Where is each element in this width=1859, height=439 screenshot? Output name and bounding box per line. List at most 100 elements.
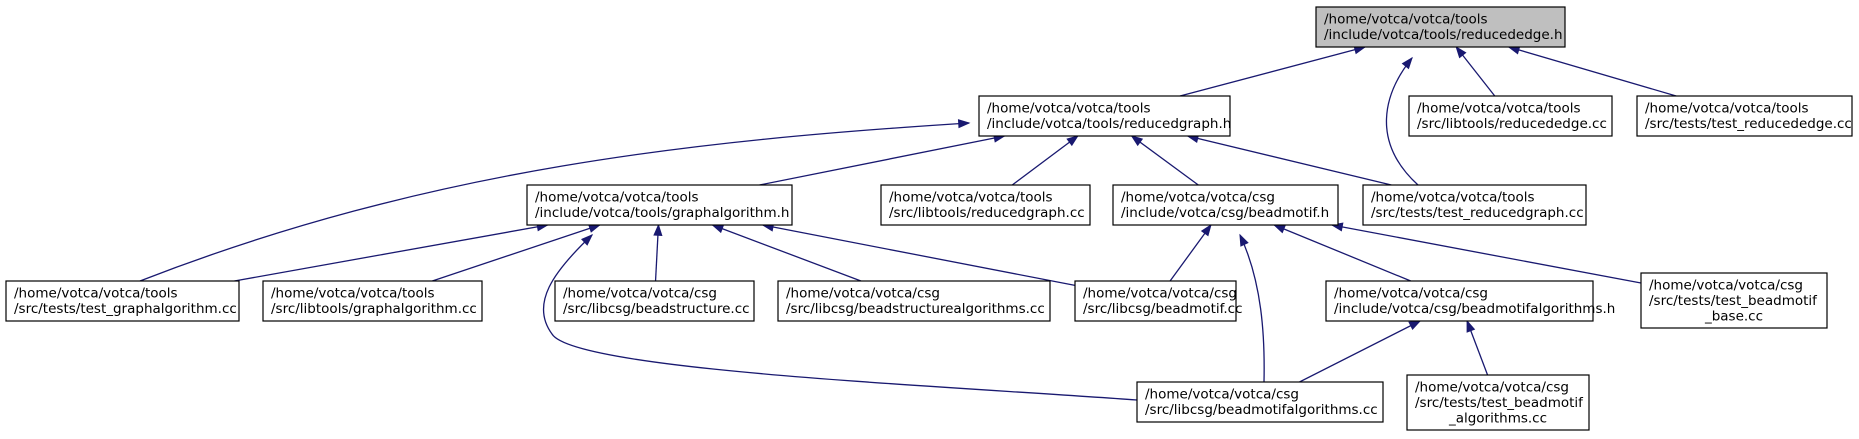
node-beadmotif-h[interactable]: /home/votca/votca/csg/include/votca/csg/… <box>1112 184 1339 226</box>
arrowhead-icon <box>1130 135 1144 147</box>
arrowhead-icon <box>1466 319 1476 333</box>
node-label-line: /src/libtools/reducededge.cc <box>1417 116 1607 132</box>
arrowhead-icon <box>1401 56 1413 70</box>
arrowhead-icon <box>1239 233 1249 247</box>
node-test-beadmotif-base-cc[interactable]: /home/votca/votca/csg/src/tests/test_bea… <box>1640 272 1828 329</box>
node-box <box>554 280 755 322</box>
nodes-layer: /home/votca/votca/tools/include/votca/to… <box>5 6 1853 431</box>
edge-libtools_reducedgraph_cc-to-reducedgraph_h <box>1011 135 1079 186</box>
edge-line <box>762 224 1076 287</box>
edge-line <box>712 224 862 282</box>
arrowhead-icon <box>588 224 602 233</box>
edge-line <box>234 224 548 282</box>
node-beadmotif-cc[interactable]: /home/votca/votca/csg/src/libcsg/beadmot… <box>1074 280 1243 322</box>
node-test-graphalgorithm-cc[interactable]: /home/votca/votca/tools/src/tests/test_g… <box>5 280 240 322</box>
edge-test_reducedgraph_cc-to-reducedgraph_h <box>1186 134 1392 186</box>
node-label-line: /home/votca/votca/csg <box>1145 387 1299 403</box>
node-label-line: /home/votca/votca/tools <box>1371 190 1535 206</box>
edge-line <box>1179 46 1366 97</box>
node-label-line: /src/libcsg/beadmotif.cc <box>1083 301 1243 317</box>
edge-line <box>542 234 1138 401</box>
node-libtools-reducededge-cc[interactable]: /home/votca/votca/tools/src/libtools/red… <box>1408 95 1613 137</box>
node-box <box>1408 95 1613 137</box>
edge-beadmotifalgorithms_cc-to-beadmotif_h <box>1239 233 1265 383</box>
arrowhead-icon <box>1066 135 1079 147</box>
node-label-line: /include/votca/csg/beadmotif.h <box>1121 205 1329 221</box>
node-beadmotifalgorithms-cc[interactable]: /home/votca/votca/csg/src/libcsg/beadmot… <box>1136 381 1384 423</box>
edge-test_reducedgraph_cc-to-reducededge_h <box>1385 56 1419 186</box>
edge-line <box>1131 135 1199 186</box>
node-libtools-graphalgorithm-cc[interactable]: /home/votca/votca/tools/src/libtools/gra… <box>262 280 483 322</box>
node-box <box>1136 381 1384 423</box>
node-label-line: /home/votca/votca/csg <box>786 286 940 302</box>
arrowhead-icon <box>1408 320 1422 330</box>
node-label-line: /src/tests/test_reducedgraph.cc <box>1371 205 1584 221</box>
edge-line <box>1274 224 1411 282</box>
node-box <box>1112 184 1339 226</box>
node-reducededge-h[interactable]: /home/votca/votca/tools/include/votca/to… <box>1315 6 1566 48</box>
node-label-line: /src/libtools/graphalgorithm.cc <box>271 301 477 317</box>
edge-beadmotifalgorithms_h-to-beadmotif_h <box>1272 224 1411 282</box>
edge-beadmotifalgorithms_cc-to-graphalgorithm_h <box>542 234 1138 401</box>
arrowhead-icon <box>581 234 594 246</box>
edge-beadmotifalgorithms_cc-to-beadmotifalgorithms_h <box>1299 320 1422 383</box>
node-graphalgorithm-h[interactable]: /home/votca/votca/tools/include/votca/to… <box>526 184 793 226</box>
node-label-line: /home/votca/votca/csg <box>1415 379 1569 395</box>
node-label-line: /home/votca/votca/tools <box>1417 101 1581 117</box>
node-label-line: /home/votca/votca/tools <box>1324 12 1488 28</box>
edge-line <box>432 224 600 282</box>
edge-test_graphalgorithm_cc-to-reducedgraph_h <box>139 119 971 282</box>
edge-test_beadmotif_base_cc-to-beadmotif_h <box>1330 222 1642 284</box>
edge-line <box>759 135 1005 186</box>
node-label-line: /src/tests/test_beadmotif <box>1415 395 1584 411</box>
edge-line <box>1187 135 1392 186</box>
node-label-line: /home/votca/votca/tools <box>535 190 699 206</box>
arrowhead-icon <box>653 223 663 237</box>
node-box <box>1074 280 1237 322</box>
node-label-line: /src/libcsg/beadstructure.cc <box>563 301 750 317</box>
node-label-line: /home/votca/votca/csg <box>1334 286 1488 302</box>
node-beadstructurealgorithms-cc[interactable]: /home/votca/votca/csg/src/libcsg/beadstr… <box>777 280 1051 322</box>
node-label-line: /src/tests/test_beadmotif <box>1649 293 1818 309</box>
edge-line <box>1299 320 1421 383</box>
node-box <box>1640 272 1828 329</box>
node-label-line: /home/votca/votca/tools <box>987 101 1151 117</box>
node-box <box>526 184 793 226</box>
node-reducedgraph-h[interactable]: /home/votca/votca/tools/include/votca/to… <box>978 95 1231 137</box>
node-label-line: /src/libtools/reducedgraph.cc <box>889 205 1085 221</box>
edge-line <box>1169 224 1212 282</box>
node-label-line: _algorithms.cc <box>1448 410 1547 426</box>
edge-line <box>1239 234 1265 383</box>
node-box <box>1325 280 1594 322</box>
edge-graphalgorithm_h-to-reducedgraph_h <box>759 133 1006 186</box>
node-beadmotifalgorithms-h[interactable]: /home/votca/votca/csg/include/votca/csg/… <box>1325 280 1615 322</box>
node-box <box>1315 6 1566 48</box>
node-label-line: /home/votca/votca/tools <box>1645 101 1809 117</box>
edge-beadmotif_h-to-reducedgraph_h <box>1130 135 1199 186</box>
node-test-reducededge-cc[interactable]: /home/votca/votca/tools/src/tests/test_r… <box>1636 95 1853 137</box>
edge-beadstructure_cc-to-graphalgorithm_h <box>653 223 663 282</box>
node-label-line: /src/libcsg/beadmotifalgorithms.cc <box>1145 402 1378 418</box>
node-box <box>5 280 240 322</box>
node-test-beadmotif-algorithms-cc[interactable]: /home/votca/votca/csg/src/tests/test_bea… <box>1406 374 1590 431</box>
edge-beadstructurealgorithms_cc-to-graphalgorithm_h <box>711 224 862 282</box>
edge-beadmotif_cc-to-beadmotif_h <box>1169 223 1212 282</box>
edge-beadmotif_cc-to-graphalgorithm_h <box>761 222 1076 287</box>
edge-libtools_reducededge_cc-to-reducededge_h <box>1455 45 1496 97</box>
node-label-line: /home/votca/votca/csg <box>1083 286 1237 302</box>
node-beadstructure-cc[interactable]: /home/votca/votca/csg/src/libcsg/beadstr… <box>554 280 755 322</box>
node-libtools-reducedgraph-cc[interactable]: /home/votca/votca/tools/src/libtools/red… <box>880 184 1091 226</box>
node-box <box>1362 184 1587 226</box>
edge-line <box>1508 46 1677 97</box>
edge-line <box>1331 224 1642 284</box>
node-box <box>978 95 1231 137</box>
node-box <box>880 184 1091 226</box>
node-label-line: /include/votca/tools/reducededge.h <box>1324 27 1563 43</box>
node-label-line: /include/votca/csg/beadmotifalgorithms.h <box>1334 301 1615 317</box>
edge-reducedgraph_h-to-reducededge_h <box>1179 45 1367 97</box>
arrowhead-icon <box>957 119 971 129</box>
node-test-reducedgraph-cc[interactable]: /home/votca/votca/tools/src/tests/test_r… <box>1362 184 1587 226</box>
arrowhead-icon <box>1272 224 1286 234</box>
edge-line <box>1385 57 1419 186</box>
edge-test_beadmotif_algorithms_cc-to-beadmotifalgorithms_h <box>1466 319 1489 376</box>
